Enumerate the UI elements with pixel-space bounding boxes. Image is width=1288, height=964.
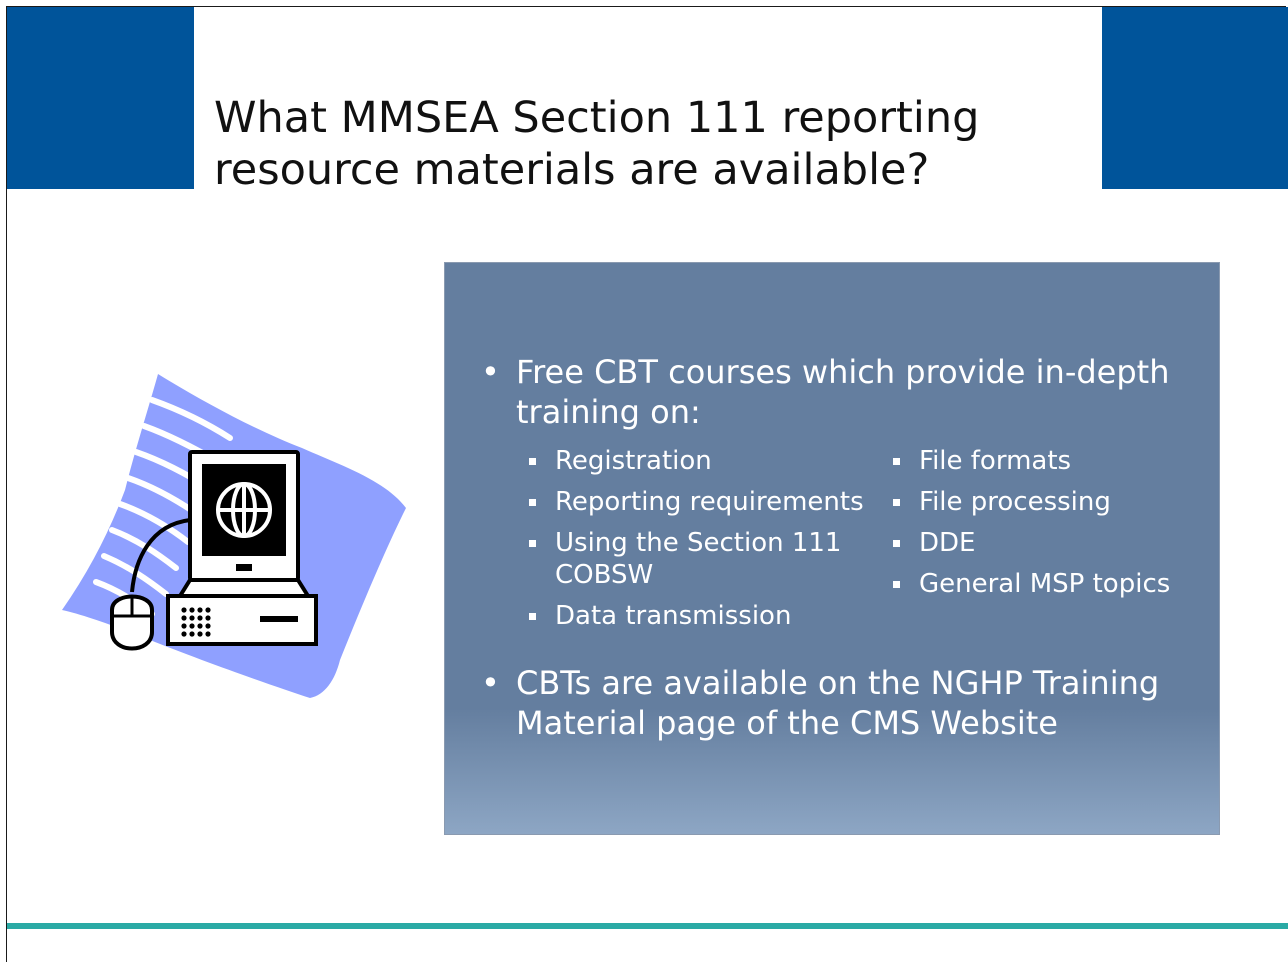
bullet-text: CBTs are available on the NGHP Training … xyxy=(516,664,1160,742)
square-bullet-icon xyxy=(893,581,900,588)
square-bullet-icon xyxy=(529,458,536,465)
footer-divider xyxy=(7,923,1288,929)
square-bullet-icon xyxy=(893,499,900,506)
square-bullet-icon xyxy=(893,458,900,465)
resource-content-box: • Free CBT courses which provide in-dept… xyxy=(444,262,1220,835)
list-item: File processing xyxy=(891,486,1211,518)
topic-list-left: Registration Reporting requirements Usin… xyxy=(527,445,882,641)
square-bullet-icon xyxy=(529,540,536,547)
topic-label: Registration xyxy=(555,446,712,476)
slide-title: What MMSEA Section 111 reporting resourc… xyxy=(214,93,980,195)
square-bullet-icon xyxy=(529,499,536,506)
bullet-text: Free CBT courses which provide in-depth … xyxy=(516,353,1170,431)
topic-label: Data transmission xyxy=(555,601,792,631)
header-accent-left xyxy=(7,7,194,189)
bullet-marker: • xyxy=(481,664,500,702)
bullet-cbt-availability: • CBTs are available on the NGHP Trainin… xyxy=(481,663,1181,743)
topic-list-right: File formats File processing DDE General… xyxy=(891,445,1211,609)
list-item: Reporting requirements xyxy=(527,486,882,518)
computer-globe-icon xyxy=(40,360,420,710)
list-item: File formats xyxy=(891,445,1211,477)
square-bullet-icon xyxy=(893,540,900,547)
topic-label: Using the Section 111 COBSW xyxy=(555,528,842,590)
square-bullet-icon xyxy=(529,613,536,620)
list-item: Using the Section 111 COBSW xyxy=(527,527,882,591)
list-item: Registration xyxy=(527,445,882,477)
topic-label: File formats xyxy=(919,446,1072,476)
bullet-marker: • xyxy=(481,353,500,391)
list-item: Data transmission xyxy=(527,600,882,632)
bullet-cbt-courses: • Free CBT courses which provide in-dept… xyxy=(481,352,1181,432)
topic-label: General MSP topics xyxy=(919,569,1171,599)
header-accent-right xyxy=(1102,7,1288,189)
topic-label: Reporting requirements xyxy=(555,487,864,517)
topic-label: DDE xyxy=(919,528,976,558)
list-item: General MSP topics xyxy=(891,568,1211,600)
list-item: DDE xyxy=(891,527,1211,559)
topic-label: File processing xyxy=(919,487,1111,517)
